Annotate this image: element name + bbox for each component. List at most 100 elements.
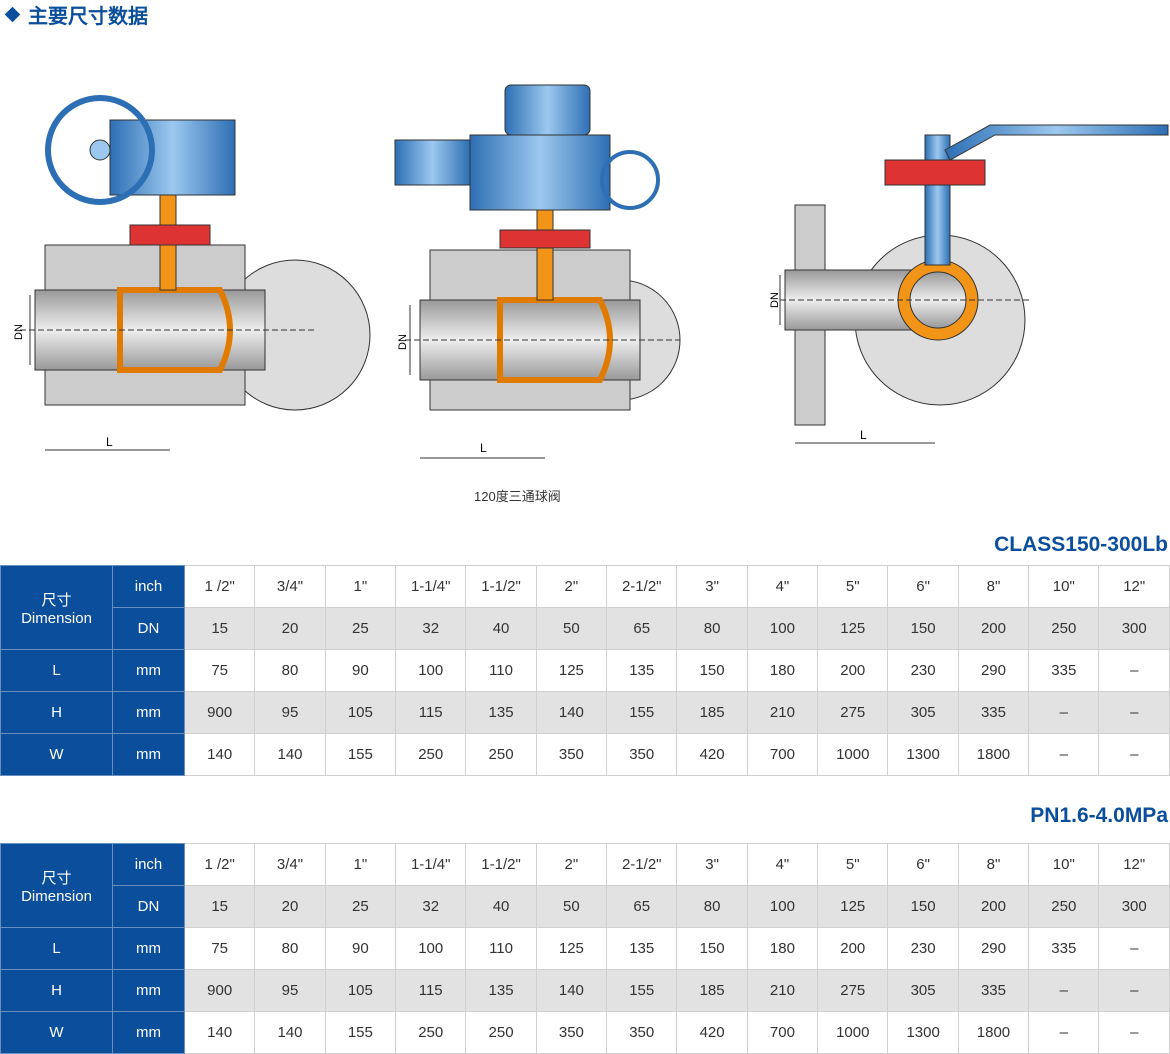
table-cell: 700 bbox=[746, 1011, 819, 1054]
table-cell: – bbox=[1098, 927, 1170, 970]
row-label: H bbox=[0, 691, 113, 734]
table-cell: 300 bbox=[1098, 885, 1170, 928]
table-cell: 335 bbox=[957, 691, 1030, 734]
table-cell: 32 bbox=[395, 607, 467, 650]
table-cell: 75 bbox=[183, 649, 256, 692]
table-cell: 4" bbox=[746, 843, 819, 886]
svg-text:DN: DN bbox=[13, 324, 25, 340]
row-unit: inch bbox=[112, 843, 185, 886]
table-cell: 290 bbox=[957, 927, 1030, 970]
table-cell: 250 bbox=[395, 733, 467, 776]
table-cell: 8" bbox=[957, 843, 1030, 886]
table-cell: 135 bbox=[465, 969, 537, 1012]
table-cell: 25 bbox=[324, 607, 397, 650]
table-cell: 350 bbox=[535, 733, 608, 776]
table-cell: 105 bbox=[324, 969, 397, 1012]
row-unit: DN bbox=[112, 607, 185, 650]
table-cell: 125 bbox=[817, 607, 889, 650]
table-cell: 200 bbox=[957, 607, 1030, 650]
table-cell: 900 bbox=[183, 691, 256, 734]
table-cell: 2-1/2" bbox=[606, 565, 678, 608]
table-cell: 10" bbox=[1028, 565, 1100, 608]
table-cell: 3/4" bbox=[254, 843, 326, 886]
table-cell: 210 bbox=[746, 691, 819, 734]
table-cell: 20 bbox=[254, 607, 326, 650]
table-cell: 5" bbox=[817, 565, 889, 608]
table-cell: 65 bbox=[606, 607, 678, 650]
table-cell: 305 bbox=[887, 691, 959, 734]
table-cell: 2" bbox=[535, 843, 608, 886]
table-cell: 4" bbox=[746, 565, 819, 608]
table-cell: 1-1/4" bbox=[395, 565, 467, 608]
table-cell: 150 bbox=[887, 607, 959, 650]
row-unit: mm bbox=[112, 649, 185, 692]
table-cell: 80 bbox=[254, 927, 326, 970]
table-cell: 335 bbox=[957, 969, 1030, 1012]
table-cell: – bbox=[1098, 969, 1170, 1012]
table-cell: 75 bbox=[183, 927, 256, 970]
gear-operated-valve-drawing bbox=[20, 95, 371, 451]
table-cell: 1000 bbox=[817, 733, 889, 776]
table-cell: 125 bbox=[535, 649, 608, 692]
table-cell: – bbox=[1028, 1011, 1100, 1054]
table-cell: 1000 bbox=[817, 1011, 889, 1054]
table-cell: 95 bbox=[254, 969, 326, 1012]
table-cell: 185 bbox=[676, 969, 748, 1012]
table-cell: 140 bbox=[535, 969, 608, 1012]
table-cell: 275 bbox=[817, 969, 889, 1012]
table-cell: 290 bbox=[957, 649, 1030, 692]
table-cell: 15 bbox=[183, 885, 256, 928]
table-cell: – bbox=[1028, 969, 1100, 1012]
table-cell: 140 bbox=[535, 691, 608, 734]
table-cell: – bbox=[1098, 649, 1170, 692]
table-cell: – bbox=[1098, 1011, 1170, 1054]
table-cell: 10" bbox=[1028, 843, 1100, 886]
table-cell: – bbox=[1028, 691, 1100, 734]
table-cell: 230 bbox=[887, 927, 959, 970]
table-cell: 100 bbox=[746, 885, 819, 928]
table-cell: 1-1/4" bbox=[395, 843, 467, 886]
table-cell: 20 bbox=[254, 885, 326, 928]
table-cell: – bbox=[1098, 691, 1170, 734]
row-unit: mm bbox=[112, 969, 185, 1012]
table-cell: 8" bbox=[957, 565, 1030, 608]
table-cell: 1300 bbox=[887, 1011, 959, 1054]
table-cell: 40 bbox=[465, 885, 537, 928]
table-cell: 80 bbox=[676, 607, 748, 650]
table-cell: 100 bbox=[746, 607, 819, 650]
table-cell: 210 bbox=[746, 969, 819, 1012]
table-cell: 250 bbox=[395, 1011, 467, 1054]
row-unit: inch bbox=[112, 565, 185, 608]
table-cell: 150 bbox=[676, 649, 748, 692]
table-cell: 115 bbox=[395, 969, 467, 1012]
table-cell: 1800 bbox=[957, 1011, 1030, 1054]
table-cell: 135 bbox=[606, 927, 678, 970]
table-cell: 15 bbox=[183, 607, 256, 650]
table-cell: 180 bbox=[746, 649, 819, 692]
svg-text:DN: DN bbox=[397, 334, 409, 350]
table-cell: 135 bbox=[606, 649, 678, 692]
table-cell: 12" bbox=[1098, 565, 1170, 608]
table-cell: 105 bbox=[324, 691, 397, 734]
table-cell: 335 bbox=[1028, 927, 1100, 970]
table-cell: 90 bbox=[324, 927, 397, 970]
table-cell: 1" bbox=[324, 565, 397, 608]
row-unit: mm bbox=[112, 691, 185, 734]
svg-text:L: L bbox=[860, 428, 867, 442]
table-cell: 80 bbox=[254, 649, 326, 692]
table-cell: 90 bbox=[324, 649, 397, 692]
table-cell: 155 bbox=[606, 691, 678, 734]
table-cell: 200 bbox=[957, 885, 1030, 928]
table-title-class: CLASS150-300Lb bbox=[994, 533, 1168, 556]
drawing-caption: 120度三通球阀 bbox=[474, 489, 561, 504]
table-cell: 100 bbox=[395, 649, 467, 692]
